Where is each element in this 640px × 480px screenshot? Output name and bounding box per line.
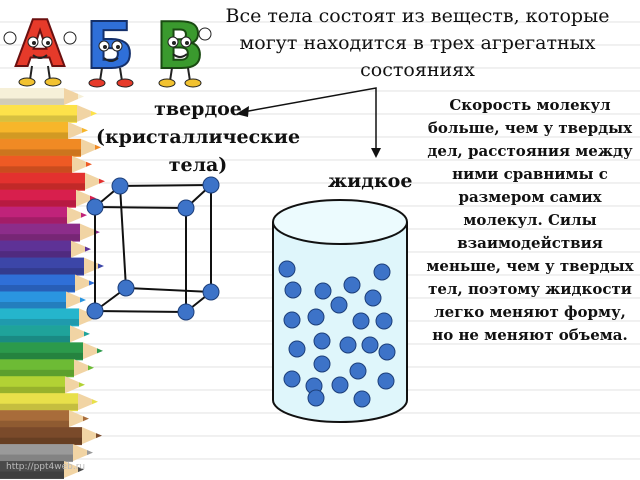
liquid-molecule: [361, 336, 379, 354]
pencil: [0, 376, 85, 395]
pencil: [0, 274, 95, 293]
liquid-molecule: [364, 289, 382, 307]
cylinder-top: [272, 199, 408, 245]
liquid-molecule: [313, 332, 331, 350]
liquid-molecule: [349, 362, 367, 380]
pencil: [0, 88, 84, 106]
pencil: [0, 461, 84, 479]
liquid-molecule: [307, 389, 325, 407]
pencil: [0, 308, 99, 327]
liquid-molecule: [313, 355, 331, 373]
pencil: [0, 444, 93, 463]
pencil: [0, 189, 96, 208]
lattice-atom: [86, 198, 104, 216]
lattice-atom: [117, 279, 135, 297]
liquid-molecule: [288, 340, 306, 358]
svg-text:Б: Б: [86, 10, 135, 84]
letter-a-character: А: [3, 7, 77, 87]
liquid-molecule: [373, 263, 391, 281]
pencil: [0, 393, 98, 412]
lattice-atom: [177, 303, 195, 321]
liquid-molecule: [378, 343, 396, 361]
liquid-molecule: [352, 312, 370, 330]
liquid-molecule: [307, 308, 325, 326]
lattice-atoms: [86, 176, 220, 321]
liquid-molecule: [377, 372, 395, 390]
pencil: [0, 257, 104, 276]
pencil: [0, 104, 97, 123]
pencil: [0, 121, 88, 140]
cylinder-body: [272, 222, 408, 423]
letter-v-character: В: [155, 9, 212, 88]
pencil: [0, 206, 87, 225]
liquid-molecule: [283, 370, 301, 388]
liquid-molecule: [331, 376, 349, 394]
alphabet-letters-illustration: А Б В: [3, 7, 212, 88]
slide-title: Все тела состоят из веществ, которые мог…: [225, 5, 610, 81]
pencil: [0, 138, 101, 157]
liquid-molecule: [284, 281, 302, 299]
lattice-atom: [202, 176, 220, 194]
lattice-atom: [177, 199, 195, 217]
watermark-text: http://ppt4web.ru: [6, 462, 86, 472]
liquid-molecule: [339, 336, 357, 354]
pencil: [0, 223, 100, 242]
solid-state-label: твердое (кристаллические тела): [95, 98, 301, 176]
liquid-molecule: [278, 260, 296, 278]
pencils-illustration: [0, 88, 105, 479]
liquid-molecule: [353, 390, 371, 408]
liquid-molecule: [343, 276, 361, 294]
lattice-atom: [86, 302, 104, 320]
pencil: [0, 325, 90, 344]
liquid-molecule: [314, 282, 332, 300]
pencil: [0, 155, 92, 174]
liquid-molecules: [278, 260, 396, 408]
pencil: [0, 410, 89, 429]
letter-b-character: Б: [85, 9, 135, 88]
liquid-molecule: [375, 312, 393, 330]
pencil: [0, 240, 91, 259]
lattice-atom: [202, 283, 220, 301]
liquid-molecule: [330, 296, 348, 314]
pencil: [0, 427, 102, 446]
pencil: [0, 291, 86, 310]
pencil: [0, 342, 103, 361]
pencil: [0, 359, 94, 378]
svg-text:А: А: [15, 8, 65, 82]
liquid-molecule: [283, 311, 301, 329]
liquid-state-label: жидкое: [328, 170, 413, 192]
pencil: [0, 172, 105, 191]
liquid-description: Скорость молекул больше, чем у твердых д…: [426, 96, 634, 344]
lattice-atom: [111, 177, 129, 195]
svg-text:В: В: [156, 10, 205, 84]
